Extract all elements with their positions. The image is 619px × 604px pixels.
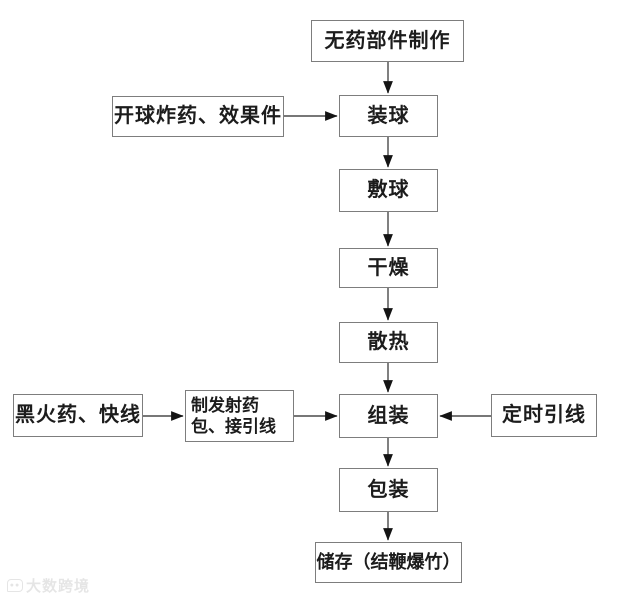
watermark-text: 大数跨境: [26, 578, 91, 595]
node-cooling: 散热: [339, 322, 438, 363]
node-no-drug-parts: 无药部件制作: [311, 20, 464, 62]
node-storage: 储存（结鞭爆竹）: [315, 542, 462, 583]
node-cover-ball: 敷球: [339, 169, 438, 212]
node-timed-fuse: 定时引线: [491, 394, 597, 437]
node-load-ball: 装球: [339, 95, 438, 137]
node-black-powder: 黑火药、快线: [13, 394, 143, 437]
node-propellant-pack: 制发射药包、接引线: [185, 390, 294, 442]
node-assembly: 组装: [339, 394, 438, 438]
node-opening-charge: 开球炸药、效果件: [112, 96, 284, 137]
watermark-logo-icon: ●●: [7, 579, 23, 592]
node-packing: 包装: [339, 468, 438, 512]
node-drying: 干燥: [339, 248, 438, 288]
watermark: ●● 大数跨境: [7, 575, 90, 596]
